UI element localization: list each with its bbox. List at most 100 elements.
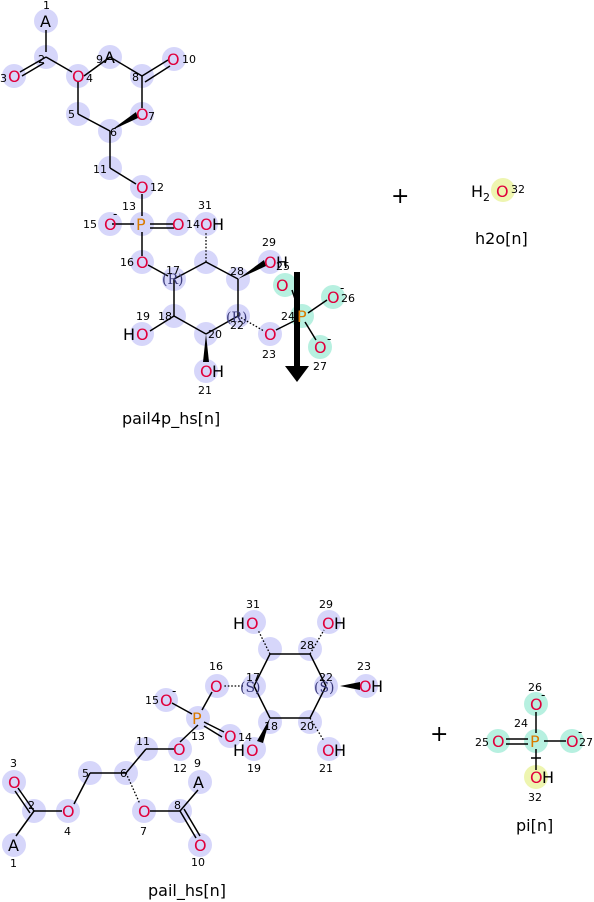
charge-label: - [541, 688, 545, 702]
atom-label: H [212, 362, 224, 381]
atom-index: 28 [230, 265, 244, 278]
atom-label: O [314, 338, 327, 357]
atom-index: 21 [319, 762, 333, 775]
atom-index: 29 [262, 236, 276, 249]
atom-label: O [322, 741, 335, 760]
charge-label: - [340, 281, 344, 295]
atom-label: O [224, 727, 237, 746]
stereo-label: (S) [314, 680, 335, 696]
atom-index: 9 [194, 757, 201, 770]
atom-label: O [322, 614, 335, 633]
atom-label: O [173, 740, 186, 759]
bonds [19, 30, 328, 362]
atom-index: 23 [262, 348, 276, 361]
atom-index: 3 [10, 757, 17, 770]
molecule-pi: O - P O O - O H 26 24 25 27 32 pi[n] [475, 681, 593, 835]
atom-index: 7 [148, 110, 155, 123]
atom-label: H [334, 614, 346, 633]
atom-label: O [264, 253, 277, 272]
atom-label: O [327, 288, 340, 307]
atom-label: H [233, 741, 245, 760]
atom-index: 14 [238, 731, 252, 744]
atom-label: H [123, 325, 135, 344]
atom-label: O [136, 178, 149, 197]
charge-label: - [578, 725, 582, 739]
atom-label: H [471, 182, 483, 201]
reactant2-name: h2o[n] [475, 229, 528, 248]
atom-label: O [136, 105, 149, 124]
atom-label: O [246, 614, 259, 633]
atom-index: 27 [313, 360, 327, 373]
atom-label: O [72, 67, 85, 86]
atom-label: O [264, 325, 277, 344]
atom-index: 24 [281, 310, 295, 323]
plus-sign: + [391, 184, 409, 209]
atom-label: O [359, 677, 372, 696]
atom-index: 24 [514, 717, 528, 730]
atom-labels: A O O A O O O P O - O O (R) O H O H (R) … [8, 12, 344, 381]
bonds-p1 [14, 629, 360, 839]
atom-label: O [172, 215, 185, 234]
atom-index: 5 [82, 767, 89, 780]
atom-label: P [297, 307, 307, 326]
atom-highlights-p1 [2, 610, 378, 857]
atom-label: H [233, 614, 245, 633]
atom-index: 31 [198, 199, 212, 212]
atom-index: 11 [93, 163, 107, 176]
atom-index: 17 [166, 264, 180, 277]
atom-indices-p1: 31 29 28 16 17 22 23 18 20 19 21 15 13 1… [10, 598, 371, 870]
atom-label: O [200, 362, 213, 381]
atom-label: O [104, 215, 117, 234]
atom-index: 19 [247, 762, 261, 775]
atom-label: O [492, 732, 505, 751]
charge-label: - [113, 207, 117, 221]
atom-index: 20 [300, 720, 314, 733]
atom-label: O [194, 836, 207, 855]
atom-index: 22 [319, 671, 333, 684]
atom-label: O [8, 67, 21, 86]
atom-index: 11 [136, 735, 150, 748]
product1-name: pail_hs[n] [148, 881, 226, 901]
atom-index: 8 [174, 799, 181, 812]
atom-index: 5 [68, 108, 75, 121]
plus-sign-2: + [430, 722, 448, 747]
atom-label: O [138, 802, 151, 821]
atom-label: O [8, 773, 21, 792]
molecule-pail4p-hs: A O O A O O O P O - O O (R) O H O H (R) … [0, 0, 355, 429]
atom-index: 29 [319, 598, 333, 611]
charge-label: - [172, 684, 176, 698]
atom-label: O [167, 50, 180, 69]
atom-index: 10 [191, 856, 205, 869]
atom-index: 15 [145, 694, 159, 707]
charge-label: - [327, 332, 331, 346]
atom-label: H [212, 215, 224, 234]
atom-label: O [246, 741, 259, 760]
atom-index: 18 [264, 720, 278, 733]
atom-index: 26 [341, 292, 355, 305]
reactant1-name: pail4p_hs[n] [122, 409, 220, 429]
atom-index: 12 [173, 762, 187, 775]
atom-index: 32 [511, 183, 525, 196]
atom-label: H [334, 741, 346, 760]
atom-label: O [530, 768, 543, 787]
atom-index: 18 [158, 310, 172, 323]
atom-label: O [136, 325, 149, 344]
stereo-label: (R) [162, 272, 183, 288]
atom-label: A [40, 12, 51, 31]
atom-index: 22 [230, 319, 244, 332]
atom-index: 26 [528, 681, 542, 694]
atom-index: 4 [64, 825, 71, 838]
atom-labels-p1: H O O H O (S) (S) O H H O O H O - P O O … [8, 614, 383, 855]
atom-index: 32 [528, 791, 542, 804]
atom-index: 21 [198, 384, 212, 397]
molecule-h2o: H 2 O 32 h2o[n] [471, 178, 528, 248]
atom-index: 12 [150, 181, 164, 194]
atom-indices: 1 2 3 4 5 6 7 8 9 10 11 12 13 14 15 16 1… [0, 0, 355, 397]
atom-index: 6 [110, 126, 117, 139]
atom-label: A [8, 836, 19, 855]
atom-label: O [200, 215, 213, 234]
atom-index: 28 [300, 639, 314, 652]
stereo-label: (R) [226, 310, 247, 326]
atom-index: 1 [43, 0, 50, 12]
atom-index: 7 [140, 825, 147, 838]
